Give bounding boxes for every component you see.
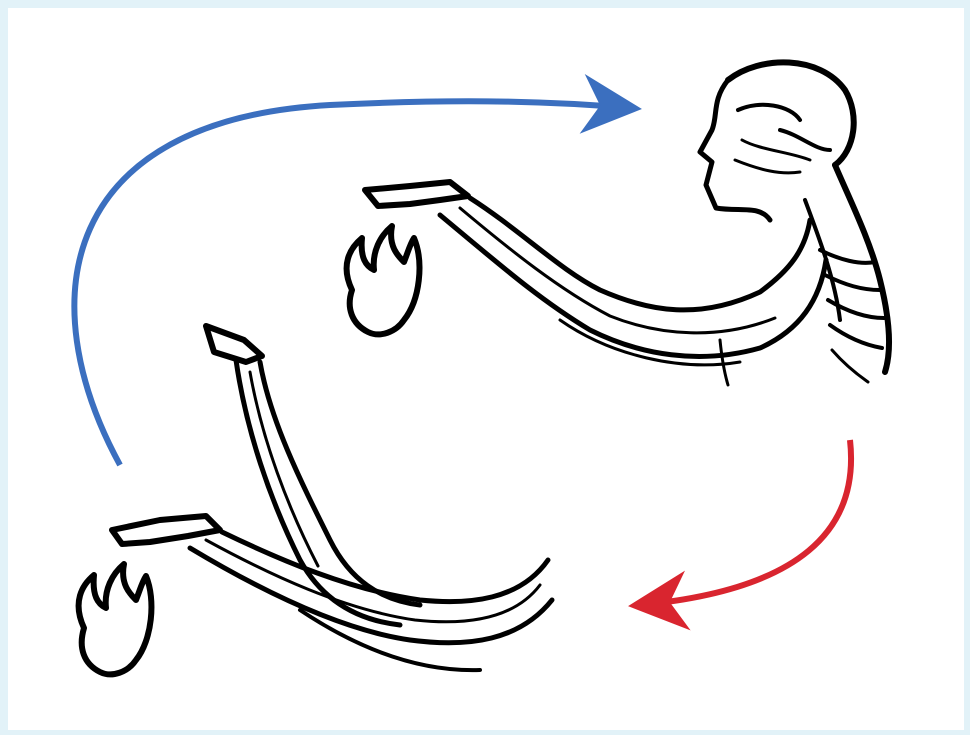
flame-icon <box>347 226 420 334</box>
flame-icon <box>79 564 152 674</box>
lower-arms <box>112 326 552 670</box>
red-curved-arrow <box>640 440 851 605</box>
skeleton-figure <box>700 62 889 385</box>
